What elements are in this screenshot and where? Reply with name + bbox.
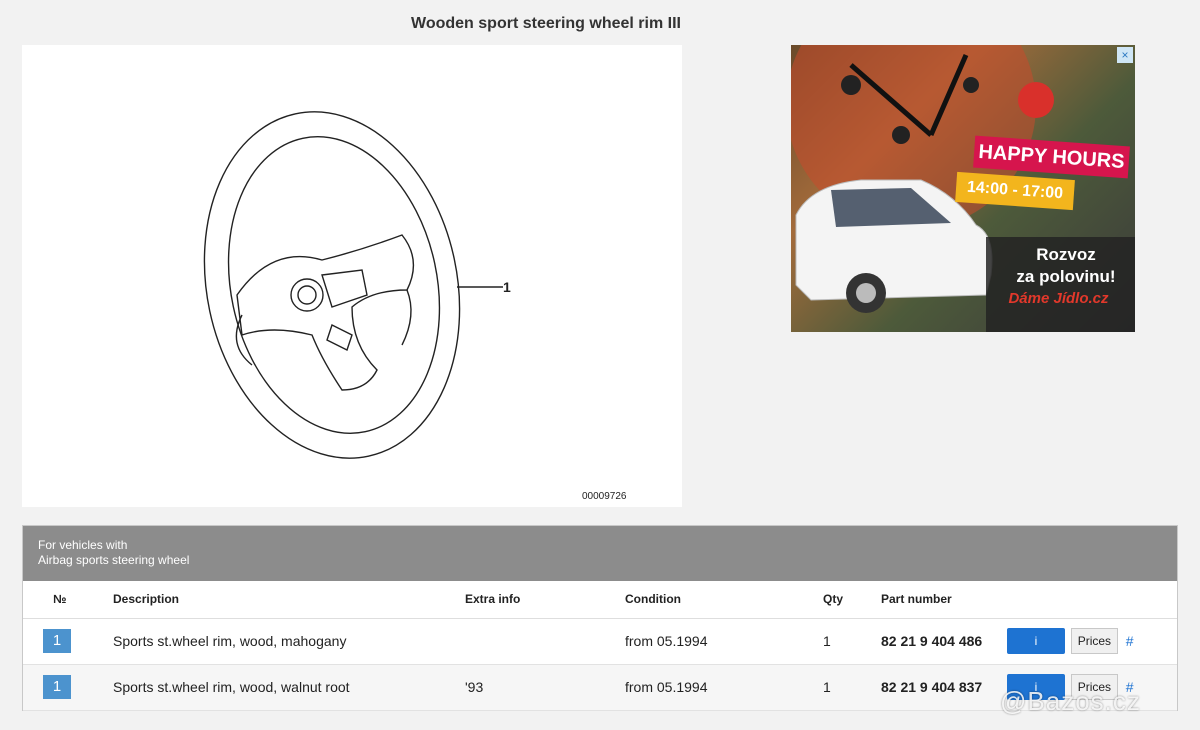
row-actions: i Prices # xyxy=(1007,618,1177,665)
parts-table: № Description Extra info Condition Qty P… xyxy=(23,581,1177,711)
vehicle-condition-header: For vehicles with Airbag sports steering… xyxy=(23,526,1177,581)
table-header-row: № Description Extra info Condition Qty P… xyxy=(23,581,1177,619)
row-actions: i Prices # xyxy=(1007,664,1177,711)
part-qty: 1 xyxy=(823,664,881,711)
parts-diagram: 1 00009726 xyxy=(22,45,682,507)
col-number: № xyxy=(23,581,93,619)
page-title: Wooden sport steering wheel rim III xyxy=(411,15,681,32)
part-qty: 1 xyxy=(823,618,881,665)
col-part-number: Part number xyxy=(881,581,1007,619)
position-badge[interactable]: 1 xyxy=(43,675,71,699)
close-icon[interactable]: × xyxy=(1117,47,1133,63)
steering-wheel-illustration xyxy=(203,111,503,459)
callout-number: 1 xyxy=(503,279,511,295)
part-number: 82 21 9 404 837 xyxy=(881,664,1007,711)
ad-tagline-2: za polovinu! xyxy=(1016,267,1116,286)
parts-table-card: For vehicles with Airbag sports steering… xyxy=(22,525,1178,711)
part-description: Sports st.wheel rim, wood, walnut root xyxy=(93,664,465,711)
table-row: 1 Sports st.wheel rim, wood, mahogany fr… xyxy=(23,618,1177,665)
header-line-1: For vehicles with xyxy=(38,538,128,552)
ad-brand-logo: Dáme Jídlo.cz xyxy=(1008,290,1109,307)
illustration-code: 00009726 xyxy=(582,491,627,502)
part-condition: from 05.1994 xyxy=(625,618,823,665)
permalink-link[interactable]: # xyxy=(1125,633,1134,649)
part-number: 82 21 9 404 486 xyxy=(881,618,1007,665)
col-qty: Qty xyxy=(823,581,881,619)
advertisement-banner[interactable]: × HAPPY HOURS 14:00 - 17:00 Rozvoz za po… xyxy=(791,45,1135,332)
position-badge[interactable]: 1 xyxy=(43,629,71,653)
prices-button[interactable]: Prices xyxy=(1070,674,1118,700)
col-extra-info: Extra info xyxy=(465,581,625,619)
ad-tagline-1: Rozvoz xyxy=(1036,245,1096,264)
part-extra-info xyxy=(465,618,625,665)
col-actions xyxy=(1007,581,1177,619)
info-button[interactable]: i xyxy=(1007,674,1065,700)
part-description: Sports st.wheel rim, wood, mahogany xyxy=(93,618,465,665)
prices-button[interactable]: Prices xyxy=(1070,628,1118,654)
header-line-2: Airbag sports steering wheel xyxy=(38,553,190,567)
ad-text-panel xyxy=(986,237,1135,332)
part-condition: from 05.1994 xyxy=(625,664,823,711)
site-watermark: @Bazos.cz xyxy=(1000,686,1141,716)
col-description: Description xyxy=(93,581,465,619)
col-condition: Condition xyxy=(625,581,823,619)
table-row: 1 Sports st.wheel rim, wood, walnut root… xyxy=(23,664,1177,711)
info-button[interactable]: i xyxy=(1007,628,1065,654)
part-extra-info: '93 xyxy=(465,664,625,711)
permalink-link[interactable]: # xyxy=(1125,679,1134,695)
